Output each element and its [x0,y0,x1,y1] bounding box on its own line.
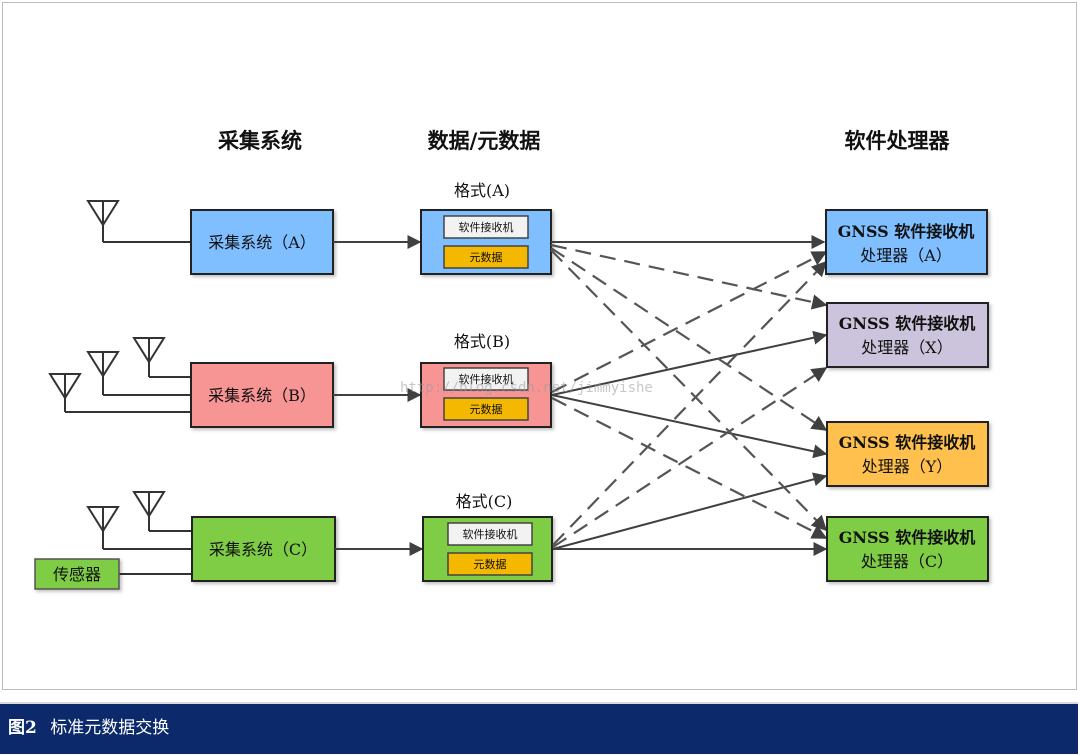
processor-c-line1: GNSS 软件接收机 [839,528,976,547]
processor-y-line1: GNSS 软件接收机 [839,433,976,452]
heading-acquisition: 采集系统 [218,129,302,153]
acq-system-b: 采集系统（B） [190,362,334,428]
acq-system-c-label: 采集系统（C） [209,540,317,559]
metadata-exchange-diagram: 采集系统 数据/元数据 软件处理器 [34,129,989,590]
antenna-icon [86,200,120,242]
heading-data-metadata: 数据/元数据 [428,129,541,153]
format-a-metadata-box [443,245,529,269]
format-a-receiver-label: 软件接收机 [459,220,514,234]
format-a-metadata-label: 元数据 [470,250,503,264]
processor-x-line1: GNSS 软件接收机 [839,314,976,333]
figure-caption: 图2 标准元数据交换 [0,702,1078,754]
antenna-icon [132,337,166,377]
dashed-link-c-to-x [552,367,828,548]
antenna-icon [86,351,120,395]
sensor-label: 传感器 [53,565,101,584]
processor-c: GNSS 软件接收机 处理器（C） [826,516,989,582]
format-c-box: 软件接收机 元数据 [422,516,553,582]
processor-c-line2: 处理器（C） [861,552,953,571]
link-format-c-to-processor-y [552,472,828,550]
format-c-metadata-box [447,552,533,576]
format-a-box: 软件接收机 元数据 [420,209,552,275]
acq-system-b-label: 采集系统（B） [208,386,316,405]
format-b-title: 格式(B) [454,332,510,351]
antenna-icon [48,373,82,412]
heading-software-processor: 软件处理器 [845,129,951,153]
format-b-box: 软件接收机 元数据 [420,362,552,428]
acq-system-c: 采集系统（C） [191,516,336,582]
dashed-link-b-to-a [551,251,828,393]
antenna-icon [132,491,166,531]
dashed-link-a-to-y [550,247,828,431]
dashed-link-a-to-x [550,243,828,310]
format-c-receiver-label: 软件接收机 [463,527,518,541]
processor-a: GNSS 软件接收机 处理器（A） [825,209,988,275]
antenna-icon [86,506,120,549]
processor-x: GNSS 软件接收机 处理器（X） [826,302,989,368]
format-c-receiver-box [447,522,533,546]
dashed-link-c-to-a [552,260,828,546]
format-b-metadata-box [443,397,529,421]
processor-x-line2: 处理器（X） [861,338,952,357]
caption-figure-number: 图2 [8,718,37,738]
format-c-metadata-label: 元数据 [474,557,507,571]
format-a-title: 格式(A) [454,181,510,200]
processor-y-line2: 处理器（Y） [862,457,953,476]
acq-system-a: 采集系统（A） [190,209,334,275]
link-format-b-to-processor-x [551,330,828,396]
format-b-receiver-label: 软件接收机 [459,372,514,386]
acq-system-a-label: 采集系统（A） [208,233,316,252]
processor-a-line1: GNSS 软件接收机 [838,222,975,241]
processor-a-line2: 处理器（A） [860,246,952,265]
format-b-metadata-label: 元数据 [470,402,503,416]
sensor-box: 传感器 [34,558,120,590]
processor-y: GNSS 软件接收机 处理器（Y） [826,421,989,487]
format-c-title: 格式(C) [456,492,513,511]
caption-text: 标准元数据交换 [50,718,170,738]
link-format-b-to-processor-y [551,394,828,459]
format-b-receiver-box [443,367,529,391]
watermark: http://blog.csdn.net/jimmyishe [400,380,653,396]
dashed-link-b-to-c [551,397,828,539]
dashed-link-a-to-c [550,249,828,532]
format-a-receiver-box [443,215,529,239]
